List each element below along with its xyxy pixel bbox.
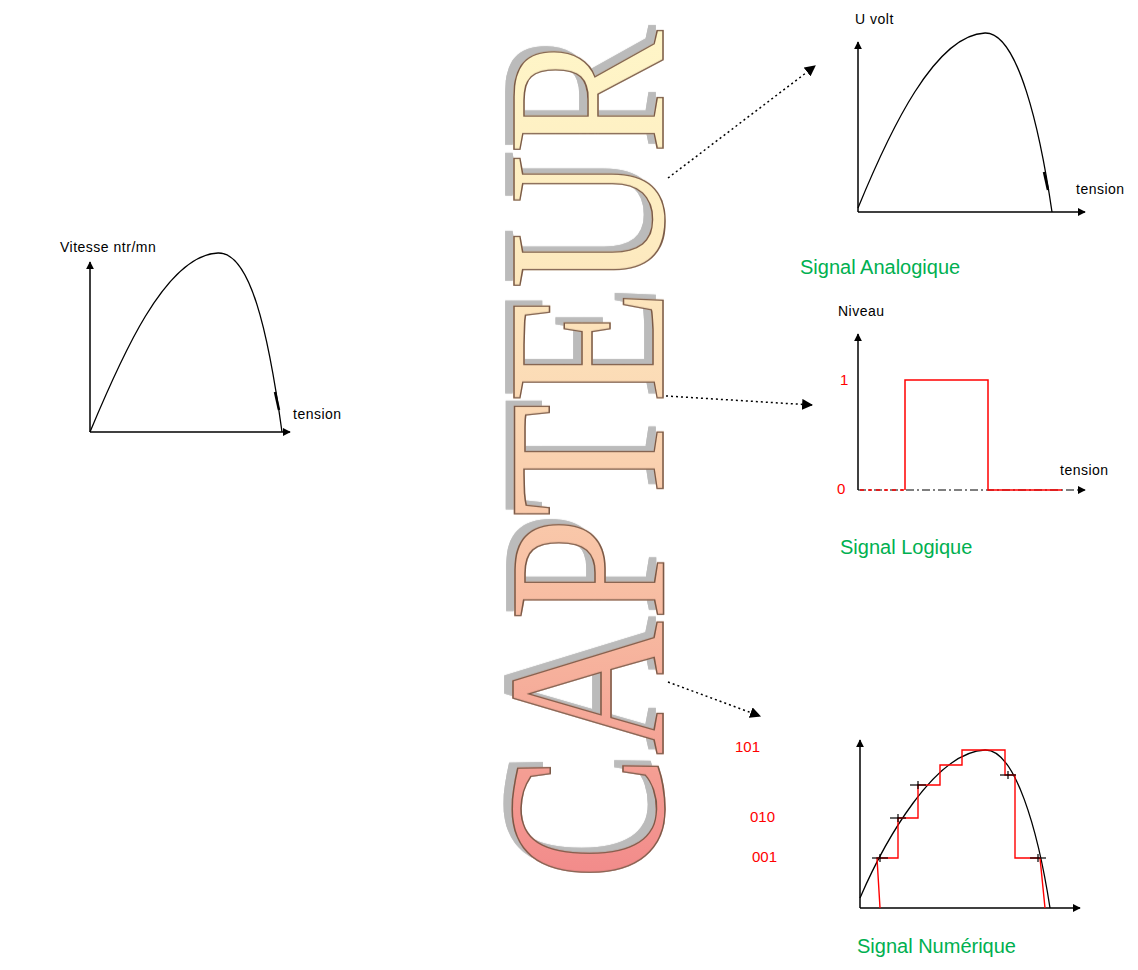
- speed-curve: [90, 253, 282, 432]
- sample-tick: [1037, 854, 1038, 862]
- y-axis: [859, 740, 861, 908]
- sample-tick: [917, 781, 918, 789]
- sample-tick: [897, 814, 898, 822]
- level-value: 1: [840, 371, 848, 388]
- signal-caption: Signal Analogique: [800, 256, 960, 279]
- sample-tick: [1007, 771, 1008, 779]
- analog-curve: [858, 33, 1052, 212]
- y-axis: [857, 42, 859, 212]
- curve-mark: [275, 392, 279, 410]
- numeric-curve: [860, 750, 1050, 908]
- y-axis: [857, 334, 859, 490]
- binary-code: 001: [752, 848, 777, 865]
- axis-label: U volt: [855, 11, 894, 27]
- binary-code: 010: [750, 808, 775, 825]
- sampled-steps: [877, 750, 1045, 908]
- signal-caption: Signal Numérique: [857, 935, 1016, 958]
- curve-mark: [1044, 172, 1048, 190]
- logic-pulse: [905, 380, 1062, 490]
- axis-label: tension: [293, 406, 342, 422]
- x-axis: [860, 907, 1080, 909]
- axis-label: Vitesse ntr/mn: [60, 239, 156, 255]
- y-axis: [89, 262, 91, 432]
- axis-label: Niveau: [838, 303, 885, 319]
- x-axis: [858, 211, 1085, 213]
- level-value: 0: [837, 480, 845, 497]
- sample-tick: [879, 854, 880, 862]
- sensor-title: CAPTEUR: [474, 30, 700, 880]
- axis-label: tension: [1060, 462, 1109, 478]
- binary-code: 101: [735, 738, 760, 755]
- x-axis: [90, 431, 290, 433]
- sample-ticks: [872, 771, 1046, 862]
- logic-low: [860, 489, 905, 491]
- axis-label: tension: [1076, 181, 1125, 197]
- signal-caption: Signal Logique: [840, 536, 972, 559]
